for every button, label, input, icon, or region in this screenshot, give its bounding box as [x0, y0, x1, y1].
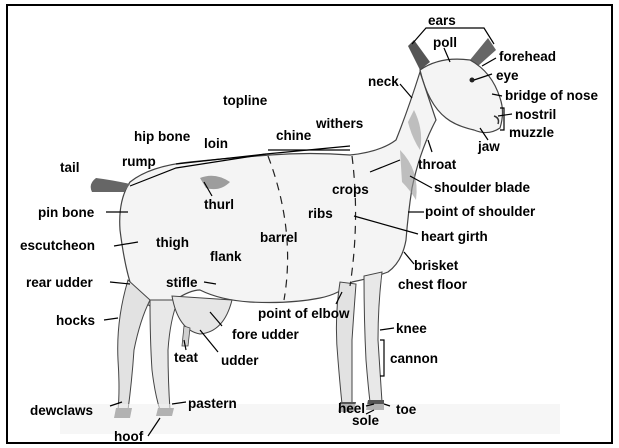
label-topline: topline — [223, 93, 268, 108]
label-nostril: nostril — [515, 107, 556, 122]
label-dewclaws: dewclaws — [30, 403, 93, 418]
label-brisket: brisket — [414, 258, 459, 273]
label-pin-bone: pin bone — [38, 205, 95, 220]
label-ribs: ribs — [308, 206, 333, 221]
label-tail: tail — [60, 160, 80, 175]
label-withers: withers — [315, 116, 363, 131]
label-teat: teat — [174, 350, 199, 365]
label-muzzle: muzzle — [509, 125, 555, 140]
label-point-of-elbow: point of elbow — [258, 306, 350, 321]
label-fore-udder: fore udder — [232, 327, 300, 342]
label-forehead: forehead — [499, 49, 556, 64]
label-crops: crops — [332, 182, 369, 197]
eye-mark — [470, 78, 475, 83]
label-poll: poll — [433, 35, 457, 50]
label-sole: sole — [352, 413, 380, 428]
label-thurl: thurl — [204, 197, 234, 212]
label-bridge-of-nose: bridge of nose — [505, 88, 598, 103]
label-pastern: pastern — [188, 396, 237, 411]
label-cannon: cannon — [390, 351, 438, 366]
label-escutcheon: escutcheon — [20, 238, 95, 253]
label-udder: udder — [221, 353, 259, 368]
label-flank: flank — [210, 249, 242, 264]
label-toe: toe — [396, 402, 417, 417]
label-rear-udder: rear udder — [26, 275, 94, 290]
label-rump: rump — [122, 154, 156, 169]
label-point-of-shoulder: point of shoulder — [425, 204, 536, 219]
label-throat: throat — [418, 157, 457, 172]
label-jaw: jaw — [477, 139, 500, 154]
label-loin: loin — [204, 136, 228, 151]
label-shoulder-blade: shoulder blade — [434, 180, 531, 195]
label-chest-floor: chest floor — [398, 277, 468, 292]
label-hip-bone: hip bone — [134, 129, 191, 144]
label-neck: neck — [368, 74, 399, 89]
label-eye: eye — [496, 68, 519, 83]
label-stifle: stifle — [166, 275, 198, 290]
label-hocks: hocks — [56, 313, 95, 328]
label-hoof: hoof — [114, 429, 144, 444]
label-heart-girth: heart girth — [421, 229, 488, 244]
label-ears: ears — [428, 13, 456, 28]
label-knee: knee — [396, 321, 427, 336]
label-thigh: thigh — [156, 235, 189, 250]
label-barrel: barrel — [260, 230, 298, 245]
label-chine: chine — [276, 128, 312, 143]
